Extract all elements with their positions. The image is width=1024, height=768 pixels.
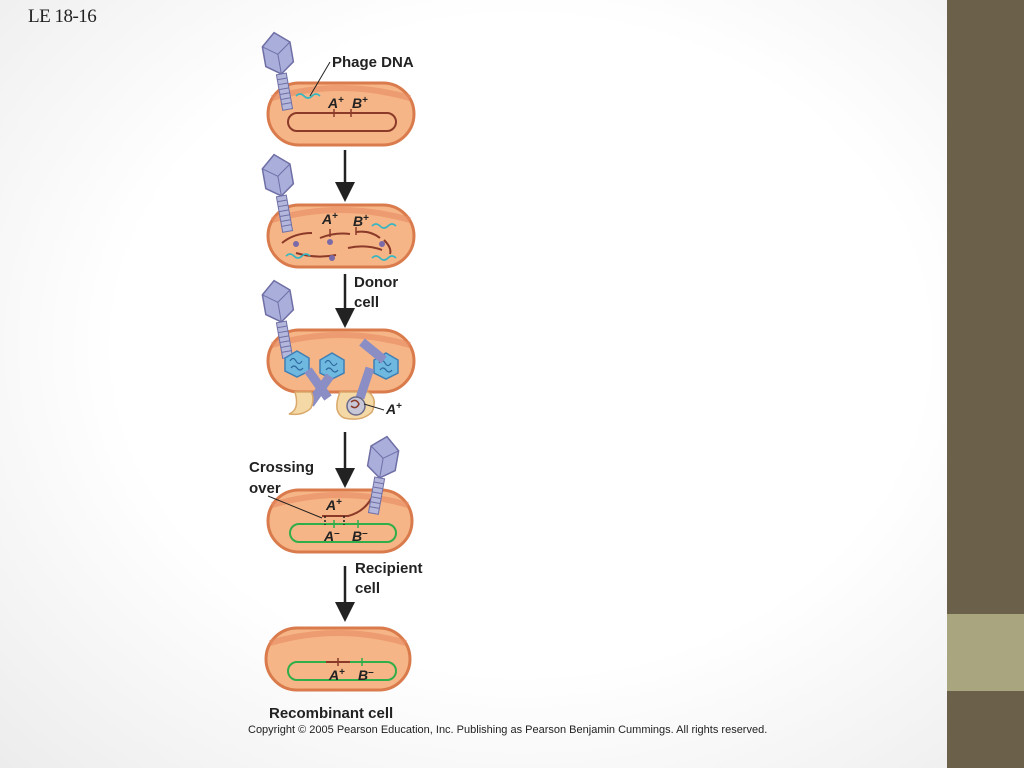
gene-a-plus-label: A+ (321, 211, 338, 227)
phage-dna-strand (295, 93, 321, 99)
phage-proteins (293, 239, 385, 261)
accent-band-bottom (947, 691, 1024, 768)
stage-recombinant: A+ B– Recombinant cell (264, 626, 412, 722)
stage-infection: Phage DNA A+ B+ (259, 29, 416, 147)
slide-title: LE 18-16 (28, 6, 97, 27)
stage-crossing-over: A+ A– B– Crossing over (249, 433, 414, 554)
gene-b-plus-label: B+ (353, 213, 369, 229)
recipient-cell-label-line2: cell (355, 580, 380, 597)
accent-band-top (947, 0, 1024, 614)
stage-fragmentation: A+ B+ (259, 151, 416, 269)
bacterial-chromosome (287, 112, 397, 132)
slide-background (0, 0, 947, 768)
gene-a-minus-label: A– (323, 528, 340, 544)
gene-a-plus-label: A+ (328, 667, 345, 683)
donor-cell-body (266, 203, 416, 269)
gene-b-plus-label: B+ (352, 95, 368, 111)
donor-cell-label-line2: cell (354, 294, 379, 311)
gene-a-plus-label: A+ (327, 95, 344, 111)
phage-dna-label: Phage DNA (332, 54, 414, 71)
gene-b-minus-label: B– (358, 667, 374, 683)
new-phage-tail (359, 338, 387, 364)
stage-lysis: A+ (259, 277, 416, 420)
crossing-over-label-line1: Crossing (249, 459, 314, 476)
crossing-over-label-line2: over (249, 480, 281, 497)
gene-a-plus-label: A+ (325, 497, 342, 513)
chromosome-fragments (281, 230, 392, 258)
transducing-phage-head (346, 396, 366, 416)
transduction-diagram: Phage DNA A+ B+ A+ B+ Donor (249, 29, 423, 722)
copyright-notice: Copyright © 2005 Pearson Education, Inc.… (248, 724, 768, 736)
phage-dna-copies (285, 223, 397, 261)
gene-b-minus-label: B– (352, 528, 368, 544)
recipient-chromosome (289, 523, 397, 543)
accent-band-middle (947, 614, 1024, 691)
recombinant-cell-label: Recombinant cell (269, 705, 393, 722)
gene-a-plus-label: A+ (385, 401, 402, 417)
recipient-cell-label-line1: Recipient (355, 560, 423, 577)
new-phage-tail (304, 367, 332, 401)
lysis-bleb (288, 391, 314, 416)
donor-cell-label-line1: Donor (354, 274, 398, 291)
